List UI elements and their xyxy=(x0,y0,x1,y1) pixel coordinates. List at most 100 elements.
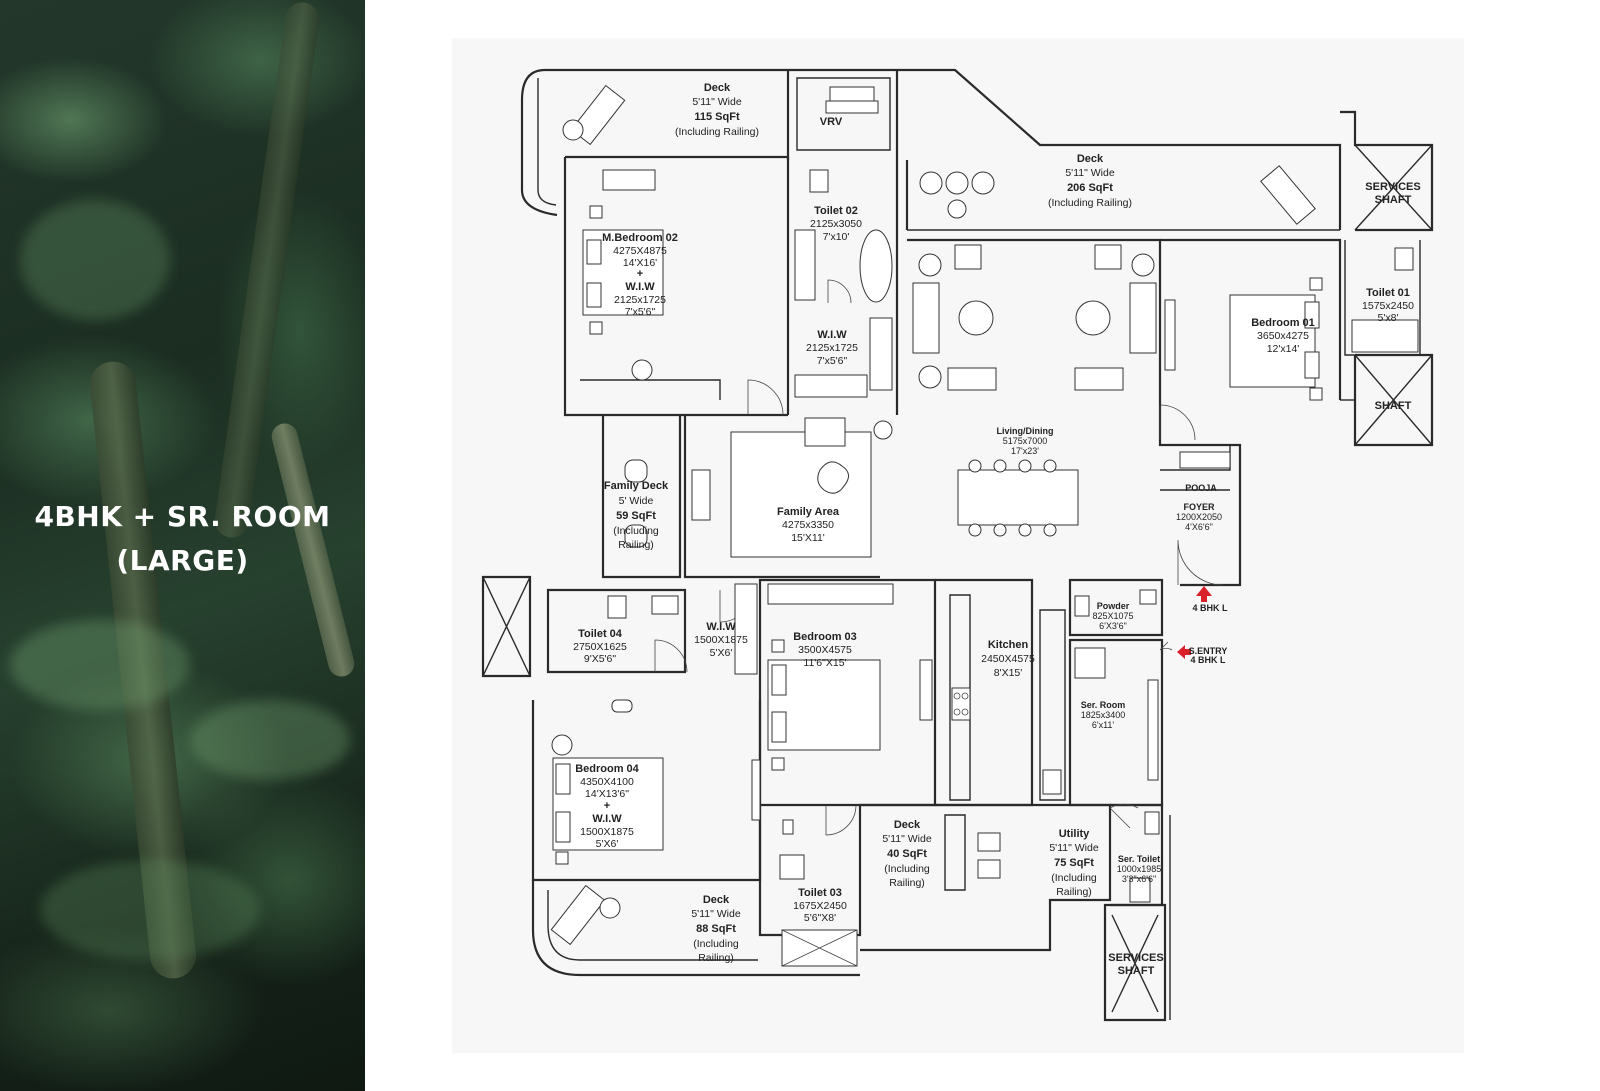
bedroom-03-ft: 11'6"X15' xyxy=(803,657,846,669)
foliage xyxy=(40,860,260,960)
living-dining-name: Living/Dining xyxy=(997,426,1054,436)
wiw-upper-mm: 2125x1725 xyxy=(806,342,858,354)
plan-walls xyxy=(481,68,1434,1022)
m-bedroom-02-ft: 14'X16' xyxy=(623,257,657,269)
wiw-mid-name: W.I.W xyxy=(706,621,736,633)
furniture xyxy=(550,84,1419,967)
toilet-01-mm: 1575x2450 xyxy=(1362,300,1414,312)
kitchen-mm: 2450X4575 xyxy=(981,653,1035,665)
deck-top-left-width: 5'11" Wide xyxy=(692,96,741,108)
m-bedroom-02-wiw-mm: 2125x1725 xyxy=(614,294,666,306)
bedroom-04-ft: 14'X13'6" xyxy=(585,788,629,800)
pooja-name: POOJA xyxy=(1185,483,1217,493)
bedroom-04-wiw-ft: 5'X6' xyxy=(596,838,619,850)
ser-room-name: Ser. Room xyxy=(1081,700,1126,710)
foliage xyxy=(10,620,190,710)
living-dining-ft: 17'x23' xyxy=(1011,446,1039,456)
door-swings xyxy=(654,279,1224,836)
main-entry-label: 4 BHK L xyxy=(1192,603,1228,613)
deck-mid-area: 40 SqFt xyxy=(887,848,927,860)
family-deck-note1: (Including xyxy=(613,525,659,537)
foliage xyxy=(20,200,170,320)
services-shaft-bottom-line2: SHAFT xyxy=(1118,965,1155,977)
deck-mid-note1: (Including xyxy=(884,863,930,875)
toilet-03-name: Toilet 03 xyxy=(798,887,842,899)
wiw-mid-ft: 5'X6' xyxy=(710,647,733,659)
toilet-04-ft: 9'X5'6" xyxy=(584,653,617,665)
family-deck-note2: Railing) xyxy=(618,539,654,551)
powder-name: Powder xyxy=(1097,601,1130,611)
deck-bottom-name: Deck xyxy=(703,894,730,906)
utility-width: 5'11" Wide xyxy=(1049,842,1098,854)
services-shaft-bottom-line1: SERVICES xyxy=(1108,952,1163,964)
bedroom-03-mm: 3500X4575 xyxy=(798,644,852,656)
forest-image-panel: 4BHK + SR. ROOM (LARGE) xyxy=(0,0,365,1091)
m-bedroom-02-wiw: W.I.W xyxy=(625,281,655,293)
toilet-02-name: Toilet 02 xyxy=(814,205,858,217)
service-entry-line2: 4 BHK L xyxy=(1190,655,1226,665)
deck-top-right-width: 5'11" Wide xyxy=(1065,167,1114,179)
toilet-03-ft: 5'6"X8' xyxy=(804,912,836,924)
utility-note1: (Including xyxy=(1051,872,1097,884)
deck-mid-name: Deck xyxy=(894,819,921,831)
deck-mid-note2: Railing) xyxy=(889,877,925,889)
unit-type-title-line1: 4BHK + SR. ROOM xyxy=(34,500,331,533)
utility-name: Utility xyxy=(1059,828,1090,840)
shaft-name: SHAFT xyxy=(1375,400,1412,412)
bedroom-04-wiw: W.I.W xyxy=(592,813,622,825)
entry-markers xyxy=(1177,586,1212,659)
vrv-name: VRV xyxy=(820,116,843,128)
foyer-mm: 1200X2050 xyxy=(1176,512,1222,522)
powder-mm: 825X1075 xyxy=(1092,611,1133,621)
wiw-upper-ft: 7'x5'6" xyxy=(817,355,848,367)
deck-top-right-note: (Including Railing) xyxy=(1048,197,1132,209)
deck-bottom-area: 88 SqFt xyxy=(696,923,736,935)
service-entry-arrow-icon xyxy=(1177,645,1191,659)
deck-bottom-width: 5'11" Wide xyxy=(691,908,740,920)
toilet-04-name: Toilet 04 xyxy=(578,628,623,640)
services-shaft-top-line1: SERVICES xyxy=(1365,181,1420,193)
unit-type-title: 4BHK + SR. ROOM (LARGE) xyxy=(0,495,365,583)
services-shaft-top-line2: SHAFT xyxy=(1375,194,1412,206)
ser-toilet-ft: 3'3"x6'6" xyxy=(1122,874,1156,884)
kitchen-ft: 8'X15' xyxy=(994,667,1023,679)
toilet-03-mm: 1675X2450 xyxy=(793,900,847,912)
toilet-02-ft: 7'x10' xyxy=(823,231,850,243)
wiw-mid-mm: 1500X1875 xyxy=(694,634,748,646)
bedroom-03-name: Bedroom 03 xyxy=(793,631,857,643)
ser-room-ft: 6'x11' xyxy=(1092,720,1115,730)
bedroom-04-plus: + xyxy=(604,800,610,812)
family-deck-width: 5' Wide xyxy=(619,495,654,507)
toilet-02-mm: 2125x3050 xyxy=(810,218,862,230)
bedroom-01-name: Bedroom 01 xyxy=(1251,317,1315,329)
bedroom-04-mm: 4350X4100 xyxy=(580,776,634,788)
family-deck-area: 59 SqFt xyxy=(616,510,656,522)
living-dining-mm: 5175x7000 xyxy=(1003,436,1048,446)
ser-toilet-name: Ser. Toilet xyxy=(1118,854,1160,864)
deck-top-right-area: 206 SqFt xyxy=(1067,182,1113,194)
family-area-mm: 4275x3350 xyxy=(782,519,834,531)
deck-bottom-note2: Railing) xyxy=(698,952,734,964)
kitchen-name: Kitchen xyxy=(988,639,1029,651)
deck-top-left-note: (Including Railing) xyxy=(675,126,759,138)
family-area-ft: 15'X11' xyxy=(791,532,825,544)
foliage xyxy=(190,700,350,780)
unit-type-title-line2: (LARGE) xyxy=(116,544,249,577)
bedroom-04-name: Bedroom 04 xyxy=(575,763,639,775)
deck-top-left-area: 115 SqFt xyxy=(694,111,740,123)
toilet-01-name: Toilet 01 xyxy=(1366,287,1410,299)
wiw-upper-name: W.I.W xyxy=(817,329,847,341)
utility-area: 75 SqFt xyxy=(1054,857,1094,869)
m-bedroom-02-name: M.Bedroom 02 xyxy=(602,232,678,244)
bedroom-04-wiw-mm: 1500X1875 xyxy=(580,826,634,838)
m-bedroom-02-mm: 4275X4875 xyxy=(613,245,667,257)
foyer-name: FOYER xyxy=(1183,502,1215,512)
m-bedroom-02-wiw-ft: 7'x5'6" xyxy=(625,306,656,318)
deck-bottom-note1: (Including xyxy=(693,938,739,950)
bedroom-01-mm: 3650x4275 xyxy=(1257,330,1309,342)
ser-toilet-mm: 1000x1985 xyxy=(1117,864,1162,874)
service-entry-line1: S.ENTRY xyxy=(1189,646,1228,656)
utility-note2: Railing) xyxy=(1056,886,1092,898)
deck-top-left-name: Deck xyxy=(704,82,731,94)
